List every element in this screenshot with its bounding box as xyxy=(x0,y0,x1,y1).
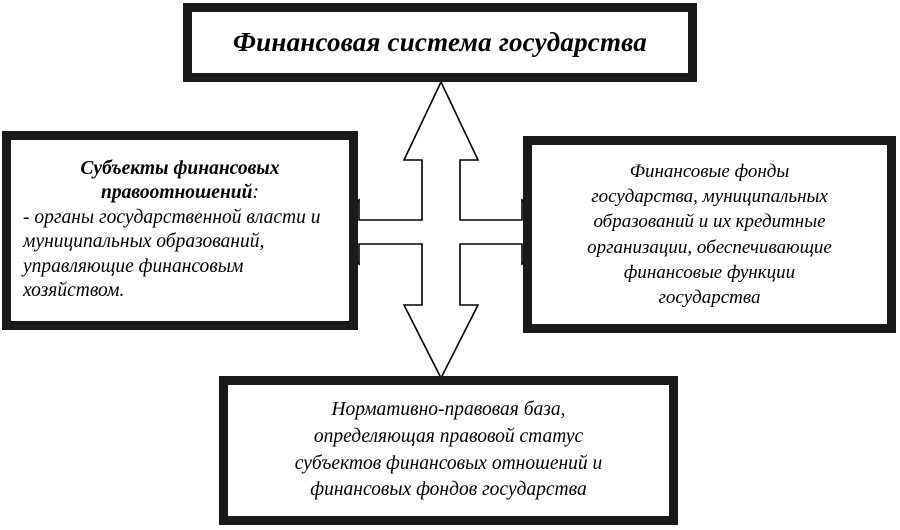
box-financial-system-inner: Финансовая система государства xyxy=(190,10,690,75)
box-financial-system-content: Финансовая система государства xyxy=(192,26,688,60)
box-subjects-inner: Субъекты финансовых правоотношений: - ор… xyxy=(9,138,351,323)
box-financial-funds-inner: Финансовые фонды государства, муниципаль… xyxy=(530,143,889,326)
box-legal-framework: Нормативно-правовая база, определяющая п… xyxy=(219,376,678,525)
legal-framework-body: Нормативно-правовая база, определяющая п… xyxy=(294,399,603,501)
box-subjects-content: Субъекты финансовых правоотношений: - ор… xyxy=(11,155,349,306)
financial-funds-body: Финансовые фонды государства, муниципаль… xyxy=(587,160,832,309)
box-legal-framework-inner: Нормативно-правовая база, определяющая п… xyxy=(226,383,671,518)
subjects-heading-colon: : xyxy=(252,181,259,203)
box-subjects: Субъекты финансовых правоотношений: - ор… xyxy=(2,131,358,330)
financial-system-title: Финансовая система государства xyxy=(233,26,647,57)
box-legal-framework-content: Нормативно-правовая база, определяющая п… xyxy=(228,395,669,505)
box-financial-funds-content: Финансовые фонды государства, муниципаль… xyxy=(532,157,887,313)
subjects-heading-text: Субъекты финансовых правоотношений xyxy=(80,158,280,203)
box-financial-system: Финансовая система государства xyxy=(183,3,697,82)
subjects-body: - органы государственной власти и муници… xyxy=(23,206,321,302)
subjects-heading: Субъекты финансовых правоотношений: xyxy=(21,157,339,205)
box-financial-funds: Финансовые фонды государства, муниципаль… xyxy=(523,136,896,333)
